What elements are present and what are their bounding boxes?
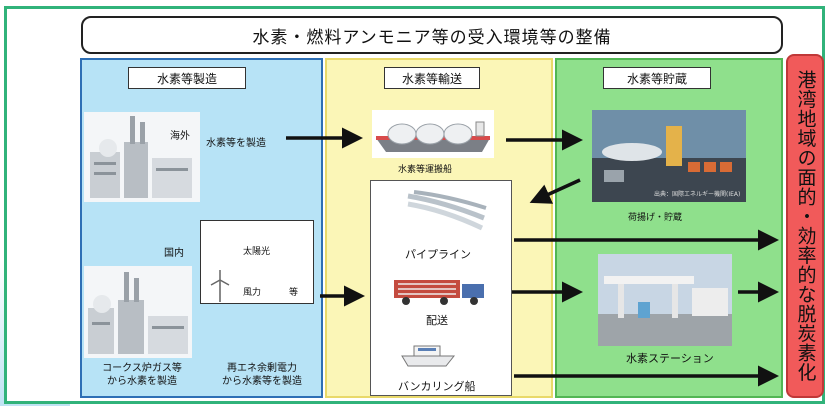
storage-heading: 水素等貯蔵 [603, 67, 711, 89]
coke-gas-label: コークス炉ガス等 から水素を製造 [102, 363, 182, 387]
etc-label: 等 [289, 288, 299, 298]
carrier-ship-label: 水素等運搬船 [398, 165, 453, 175]
arrow-terminal-to-panel [529, 178, 581, 204]
overseas-tag: 海外 [170, 131, 190, 142]
station-label: 水素ステーション [626, 352, 714, 365]
hydrogen-station-image [598, 254, 732, 346]
coke-plant-image [84, 266, 192, 358]
photo-credit: 出典：国際エネルギー機関(IEA) [654, 191, 741, 198]
solar-label: 太陽光 [243, 247, 271, 257]
production-heading: 水素等製造 [128, 67, 246, 89]
delivery-label: 配送 [426, 314, 448, 327]
wind-label: 風力 [243, 288, 262, 298]
overseas-plant-image [84, 112, 200, 202]
terminal-image [592, 110, 746, 202]
page-title: 水素・燃料アンモニア等の受入環境等の整備 [81, 16, 783, 54]
transport-heading: 水素等輸送 [384, 67, 480, 89]
goal-banner-text: 港湾地域の面的・効率的な脱炭素化 [794, 70, 817, 382]
goal-banner: 港湾地域の面的・効率的な脱炭素化 [786, 54, 824, 398]
terminal-label: 荷揚げ・貯蔵 [628, 213, 683, 223]
pipeline-label: パイプライン [405, 248, 471, 261]
domestic-tag: 国内 [164, 248, 184, 259]
carrier-ship-image [372, 110, 494, 158]
pipeline-image [404, 188, 488, 234]
renewable-surplus-label: 再エネ余剰電力 から水素等を製造 [222, 363, 302, 387]
wind-turbine-image [204, 270, 236, 302]
bunkering-ship-label: バンカリング船 [398, 380, 476, 393]
overseas-production-label: 水素等を製造 [206, 138, 266, 149]
delivery-truck-image [392, 276, 488, 306]
bunkering-ship-image [400, 340, 456, 368]
